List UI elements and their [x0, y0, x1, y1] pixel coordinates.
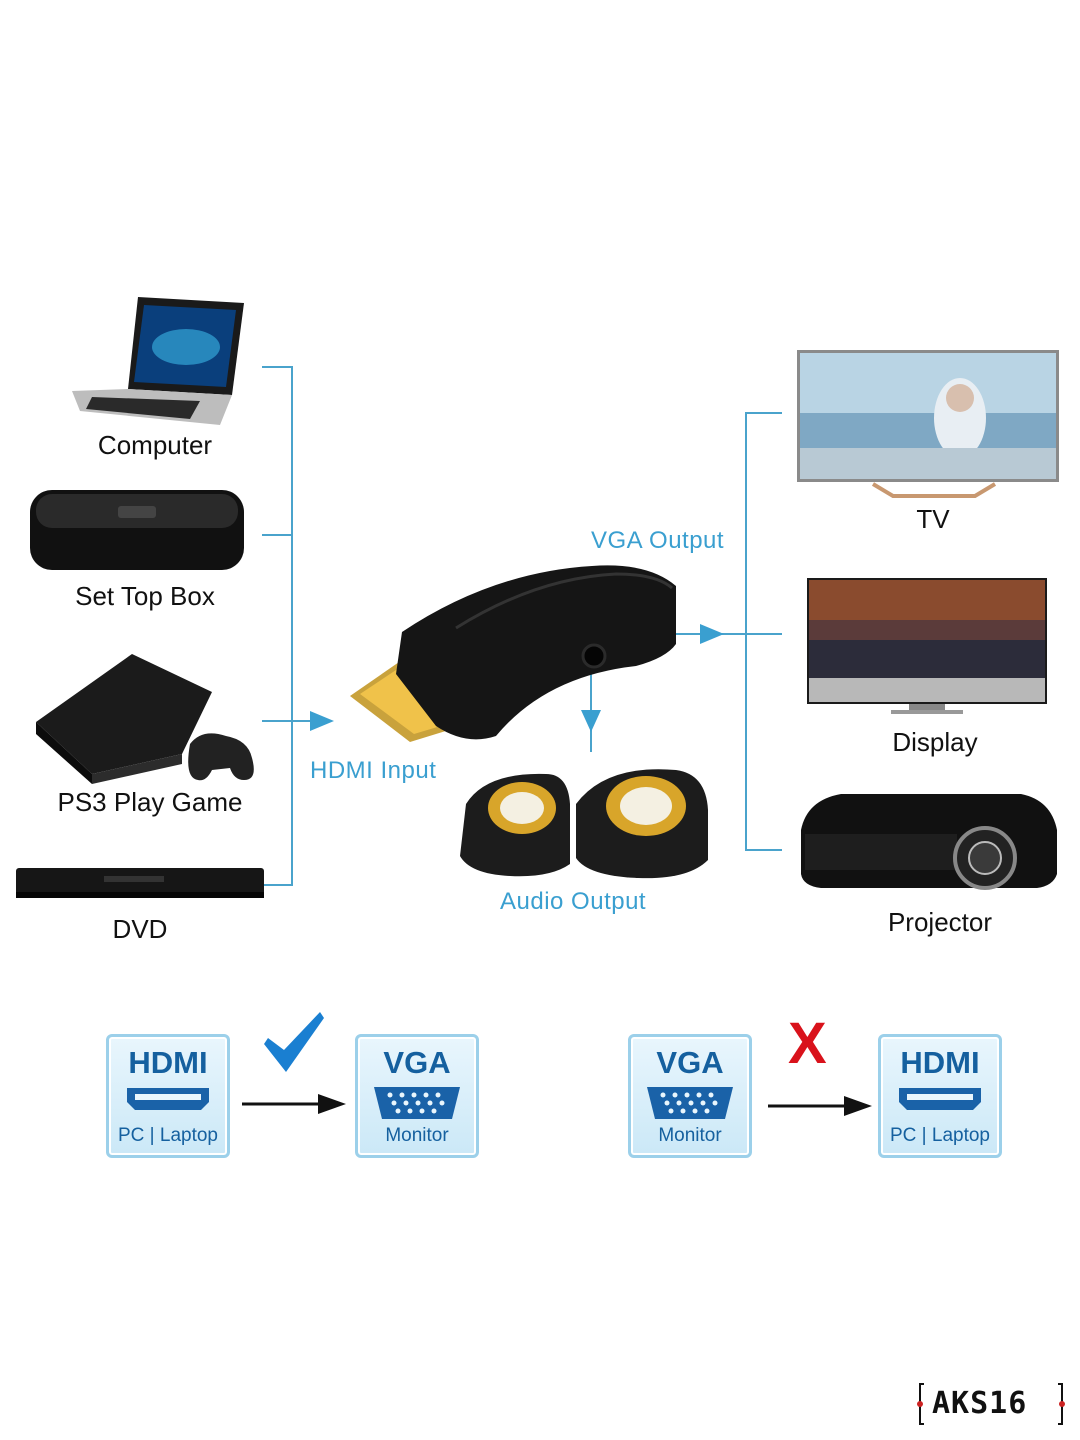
label-tv: TV	[916, 504, 950, 534]
dvd-player-icon	[16, 868, 264, 898]
cross-mark: X	[788, 1011, 827, 1076]
label-ps3: PS3 Play Game	[57, 787, 243, 817]
brand-text: AKS16	[932, 1386, 1028, 1421]
badge-subtitle: PC | Laptop	[889, 1125, 990, 1146]
badge-subtitle: Monitor	[385, 1125, 449, 1146]
hdmi-port-icon	[899, 1088, 981, 1110]
badge-hdmi-pc-laptop: HDMI PC | Laptop	[106, 1034, 230, 1158]
vga-port-icon	[374, 1087, 460, 1119]
display-icon	[807, 578, 1047, 714]
badge-subtitle: Monitor	[658, 1125, 722, 1146]
hdmi-port-icon	[127, 1088, 209, 1110]
label-display: Display	[892, 727, 978, 757]
badge-vga-monitor-source: VGA Monitor	[628, 1034, 752, 1158]
arrow-icon	[768, 1096, 872, 1116]
vga-port-icon	[647, 1087, 733, 1119]
badge-title: VGA	[656, 1045, 724, 1080]
brand-frame-icon	[917, 1383, 1065, 1425]
badge-subtitle: PC | Laptop	[117, 1125, 218, 1146]
arrow-to-adapter	[310, 711, 334, 731]
checkmark-icon	[264, 1012, 324, 1072]
label-computer: Computer	[97, 430, 213, 460]
badge-vga-monitor: VGA Monitor	[355, 1034, 479, 1158]
badge-title: HDMI	[128, 1045, 208, 1080]
label-audio-output: Audio Output	[500, 888, 647, 915]
badge-title: VGA	[383, 1045, 451, 1080]
set-top-box-icon	[30, 490, 244, 570]
arrow-to-outputs	[700, 624, 724, 644]
tv-icon	[797, 350, 1059, 498]
arrow-icon	[242, 1094, 346, 1114]
badge-hdmi-pc-laptop-target: HDMI PC | Laptop	[878, 1034, 1002, 1158]
badge-title: HDMI	[900, 1045, 980, 1080]
arrow-to-speakers	[581, 710, 601, 732]
label-vga-output: VGA Output	[591, 527, 725, 554]
hdmi-vga-adapter-icon	[350, 565, 676, 742]
label-dvd: DVD	[112, 914, 168, 944]
speakers-icon	[460, 769, 708, 879]
ps3-console-icon	[36, 654, 254, 784]
label-hdmi-input: HDMI Input	[310, 757, 437, 784]
laptop-icon	[72, 297, 244, 425]
label-projector: Projector	[887, 907, 993, 937]
projector-icon	[801, 794, 1057, 890]
label-set-top-box: Set Top Box	[75, 581, 215, 611]
brand-logo: AKS16	[916, 1380, 1066, 1428]
